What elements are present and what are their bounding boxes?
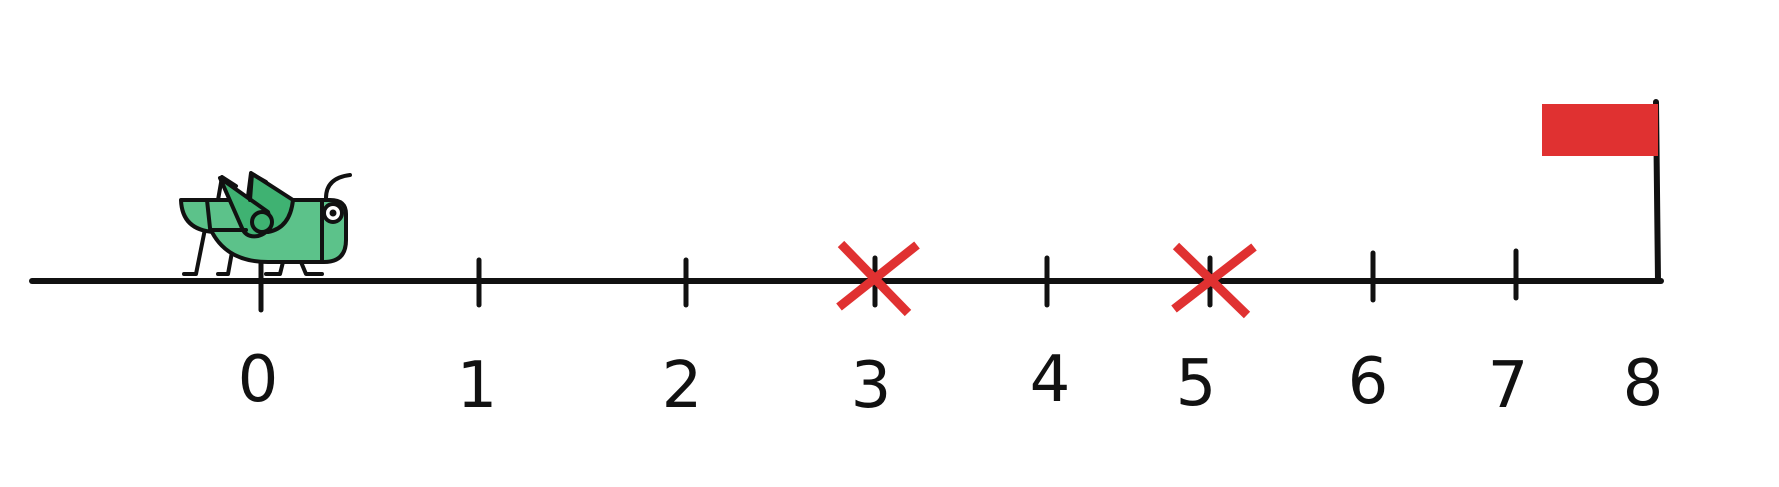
tick-label-4: 4 (1030, 343, 1071, 417)
tick-label-7: 7 (1488, 349, 1529, 423)
cross-at-3 (836, 240, 920, 317)
tick-label-5: 5 (1176, 347, 1217, 421)
tick-label-3: 3 (851, 349, 892, 423)
tick-labels: 0 1 2 3 4 5 6 7 8 (238, 343, 1664, 423)
grasshopper-icon (179, 171, 352, 276)
flag-icon (1542, 104, 1658, 156)
cross-mark-icon (836, 240, 1257, 319)
tick-label-1: 1 (457, 349, 498, 423)
tick-label-8: 8 (1623, 347, 1664, 421)
tick-label-2: 2 (662, 349, 703, 423)
finish-flag (1542, 99, 1661, 284)
cross-at-5 (1171, 242, 1257, 319)
tick-label-0: 0 (238, 343, 279, 417)
tick-label-6: 6 (1348, 345, 1389, 419)
